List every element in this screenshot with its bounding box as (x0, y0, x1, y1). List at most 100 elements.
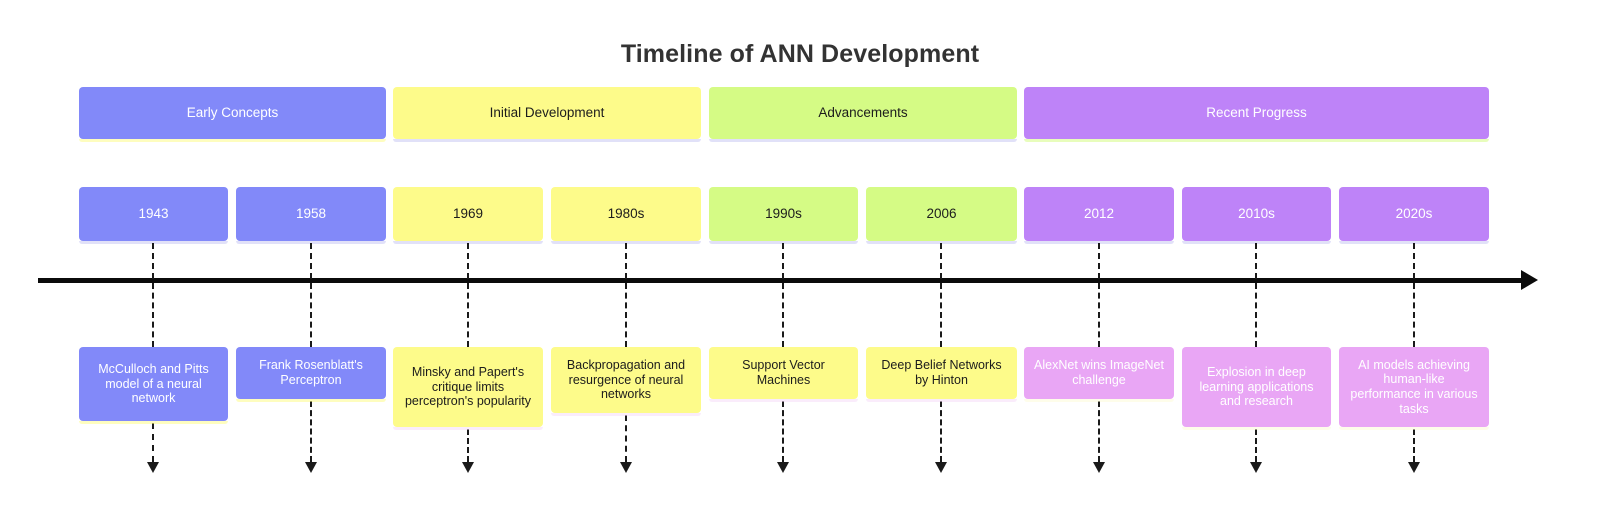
period-box-shade (866, 241, 1017, 244)
section-header-label: Recent Progress (1206, 105, 1307, 121)
timeline-axis-arrowhead (1521, 270, 1538, 290)
page-title: Timeline of ANN Development (620, 40, 980, 68)
period-label: 1958 (295, 206, 327, 222)
event-connector-arrowhead (462, 462, 474, 473)
period-label: 1969 (452, 206, 484, 222)
period-connector-line (1255, 243, 1257, 279)
event-label: Deep Belief Networks by Hinton (881, 358, 1002, 387)
section-header-label: Initial Development (489, 105, 605, 121)
event-box: AI models achieving human-like performan… (1339, 347, 1489, 427)
period-box-shade (1339, 241, 1489, 244)
period-box-shade (551, 241, 701, 244)
event-connector-arrowhead (147, 462, 159, 473)
event-connector-line (1098, 283, 1100, 347)
period-label: 2006 (926, 206, 957, 222)
event-connector-line (1255, 283, 1257, 347)
event-label: Backpropagation and resurgence of neural… (566, 358, 686, 402)
event-box-shade (393, 427, 543, 430)
period-box: 2006 (866, 187, 1017, 241)
event-connector-line (152, 283, 154, 347)
period-box-shade (1024, 241, 1174, 244)
section-header-label: Advancements (818, 105, 908, 121)
event-box: Minsky and Papert's critique limits perc… (393, 347, 543, 427)
period-connector-line (782, 243, 784, 279)
event-box: Deep Belief Networks by Hinton (866, 347, 1017, 399)
event-box: Backpropagation and resurgence of neural… (551, 347, 701, 413)
event-tail-line (940, 401, 942, 462)
event-tail-line (310, 401, 312, 462)
event-connector-arrowhead (305, 462, 317, 473)
event-connector-arrowhead (1408, 462, 1420, 473)
event-connector-line (625, 283, 627, 347)
event-tail-line (1255, 429, 1257, 462)
section-header-box: Advancements (709, 87, 1017, 139)
event-connector-line (940, 283, 942, 347)
period-box: 2010s (1182, 187, 1331, 241)
section-box-shade (709, 139, 1017, 142)
event-connector-arrowhead (777, 462, 789, 473)
period-box: 2020s (1339, 187, 1489, 241)
event-tail-line (152, 423, 154, 462)
event-label: AI models achieving human-like performan… (1350, 357, 1478, 416)
event-label: Minsky and Papert's critique limits perc… (404, 365, 532, 409)
period-label: 1980s (607, 206, 645, 222)
period-connector-line (940, 243, 942, 279)
period-box-shade (236, 241, 386, 244)
event-connector-arrowhead (1250, 462, 1262, 473)
event-box: AlexNet wins ImageNet challenge (1024, 347, 1174, 399)
section-header-box: Early Concepts (79, 87, 386, 139)
event-box: Explosion in deep learning applications … (1182, 347, 1331, 427)
event-tail-line (782, 401, 784, 462)
period-connector-line (1098, 243, 1100, 279)
event-box: Support Vector Machines (709, 347, 858, 399)
period-box-shade (393, 241, 543, 244)
period-box: 1943 (79, 187, 228, 241)
event-connector-arrowhead (935, 462, 947, 473)
event-label: Support Vector Machines (742, 358, 825, 387)
section-header-box: Initial Development (393, 87, 701, 139)
period-box-shade (1182, 241, 1331, 244)
section-box-shade (79, 139, 386, 142)
event-tail-line (467, 429, 469, 462)
event-label: McCulloch and Pitts model of a neural ne… (98, 362, 209, 406)
section-header-box: Recent Progress (1024, 87, 1489, 139)
period-label: 2010s (1238, 206, 1275, 222)
event-box-shade (551, 413, 701, 416)
period-connector-line (310, 243, 312, 279)
period-connector-line (152, 243, 154, 279)
period-box-shade (709, 241, 858, 244)
event-box-shade (236, 399, 386, 402)
event-tail-line (1098, 401, 1100, 462)
section-header-label: Early Concepts (186, 105, 279, 121)
period-box: 1990s (709, 187, 858, 241)
event-label: Frank Rosenblatt's Perceptron (259, 358, 363, 387)
period-box: 1958 (236, 187, 386, 241)
event-connector-line (467, 283, 469, 347)
event-box-shade (1024, 399, 1174, 402)
period-label: 1943 (138, 206, 169, 222)
section-box-shade (393, 139, 701, 142)
event-tail-line (625, 415, 627, 462)
period-box-shade (79, 241, 228, 244)
period-label: 1990s (765, 206, 802, 222)
event-box-shade (1339, 427, 1489, 430)
period-label: 2012 (1083, 206, 1115, 222)
period-box: 2012 (1024, 187, 1174, 241)
event-box-shade (709, 399, 858, 402)
period-box: 1980s (551, 187, 701, 241)
event-tail-line (1413, 429, 1415, 462)
event-box-shade (79, 421, 228, 424)
event-connector-line (310, 283, 312, 347)
event-connector-arrowhead (620, 462, 632, 473)
section-box-shade (1024, 139, 1489, 142)
event-connector-line (782, 283, 784, 347)
period-box: 1969 (393, 187, 543, 241)
period-label: 2020s (1395, 206, 1433, 222)
event-box-shade (866, 399, 1017, 402)
period-connector-line (625, 243, 627, 279)
event-connector-line (1413, 283, 1415, 347)
event-label: Explosion in deep learning applications … (1199, 365, 1314, 409)
event-box: Frank Rosenblatt's Perceptron (236, 347, 386, 399)
event-connector-arrowhead (1093, 462, 1105, 473)
